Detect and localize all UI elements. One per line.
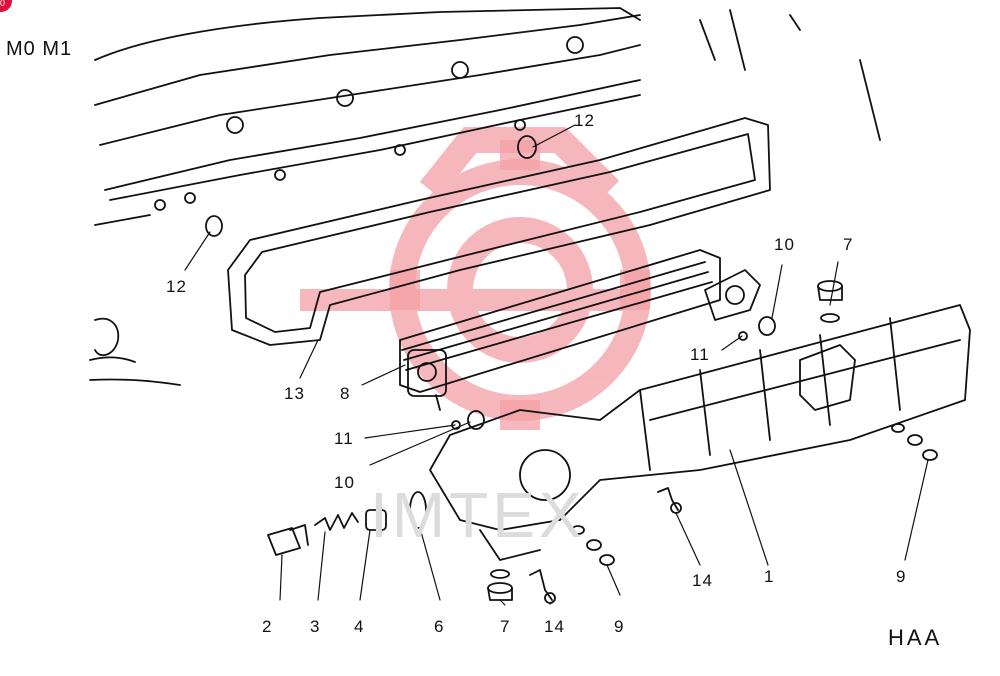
callout-14: 14: [544, 617, 565, 636]
plug-part-7-bottom: [487, 569, 513, 601]
callout-8: 8: [340, 384, 351, 403]
callout-12: 12: [574, 111, 595, 130]
diagram-code: HAA: [888, 625, 943, 650]
washer-part-9-right: [891, 423, 938, 461]
piston-part-4: [365, 509, 387, 531]
plug-part-12: [205, 135, 537, 237]
callout-13: 13: [284, 384, 305, 403]
leader-lines: [184, 124, 929, 606]
callout-6: 6: [434, 617, 445, 636]
callout-14: 14: [692, 571, 713, 590]
gasket-inner-outline: [244, 133, 756, 333]
oil-cooler-element: [399, 249, 761, 411]
callout-12: 12: [166, 277, 187, 296]
oil-cooler-housing: [429, 304, 971, 561]
bolt-part-14-left: [529, 569, 556, 604]
callout-3: 3: [310, 617, 321, 636]
engine-block-bolt-holes: [154, 36, 584, 211]
watermark-text: IMTEX: [370, 479, 586, 551]
callout-10: 10: [334, 473, 355, 492]
plug-part-7-top: [817, 280, 843, 323]
engine-block-outline: [89, 7, 881, 386]
spring-part-3: [314, 512, 359, 531]
callout-11: 11: [690, 345, 710, 364]
model-label: M0 M1: [6, 38, 73, 60]
callout-2: 2: [262, 617, 273, 636]
gasket-outline: [227, 117, 771, 346]
plug-part-2: [267, 524, 309, 556]
callout-9: 9: [614, 617, 625, 636]
callout-7: 7: [843, 235, 854, 254]
callout-7: 7: [500, 617, 511, 636]
callout-10: 10: [774, 235, 795, 254]
callout-1: 1: [764, 567, 775, 586]
watermark-gear-logo: [300, 127, 651, 421]
callout-9: 9: [896, 567, 907, 586]
callout-4: 4: [354, 617, 365, 636]
callout-11: 11: [334, 429, 354, 448]
bolt-part-14-right: [657, 487, 682, 514]
o-ring-part-6: [409, 491, 427, 529]
